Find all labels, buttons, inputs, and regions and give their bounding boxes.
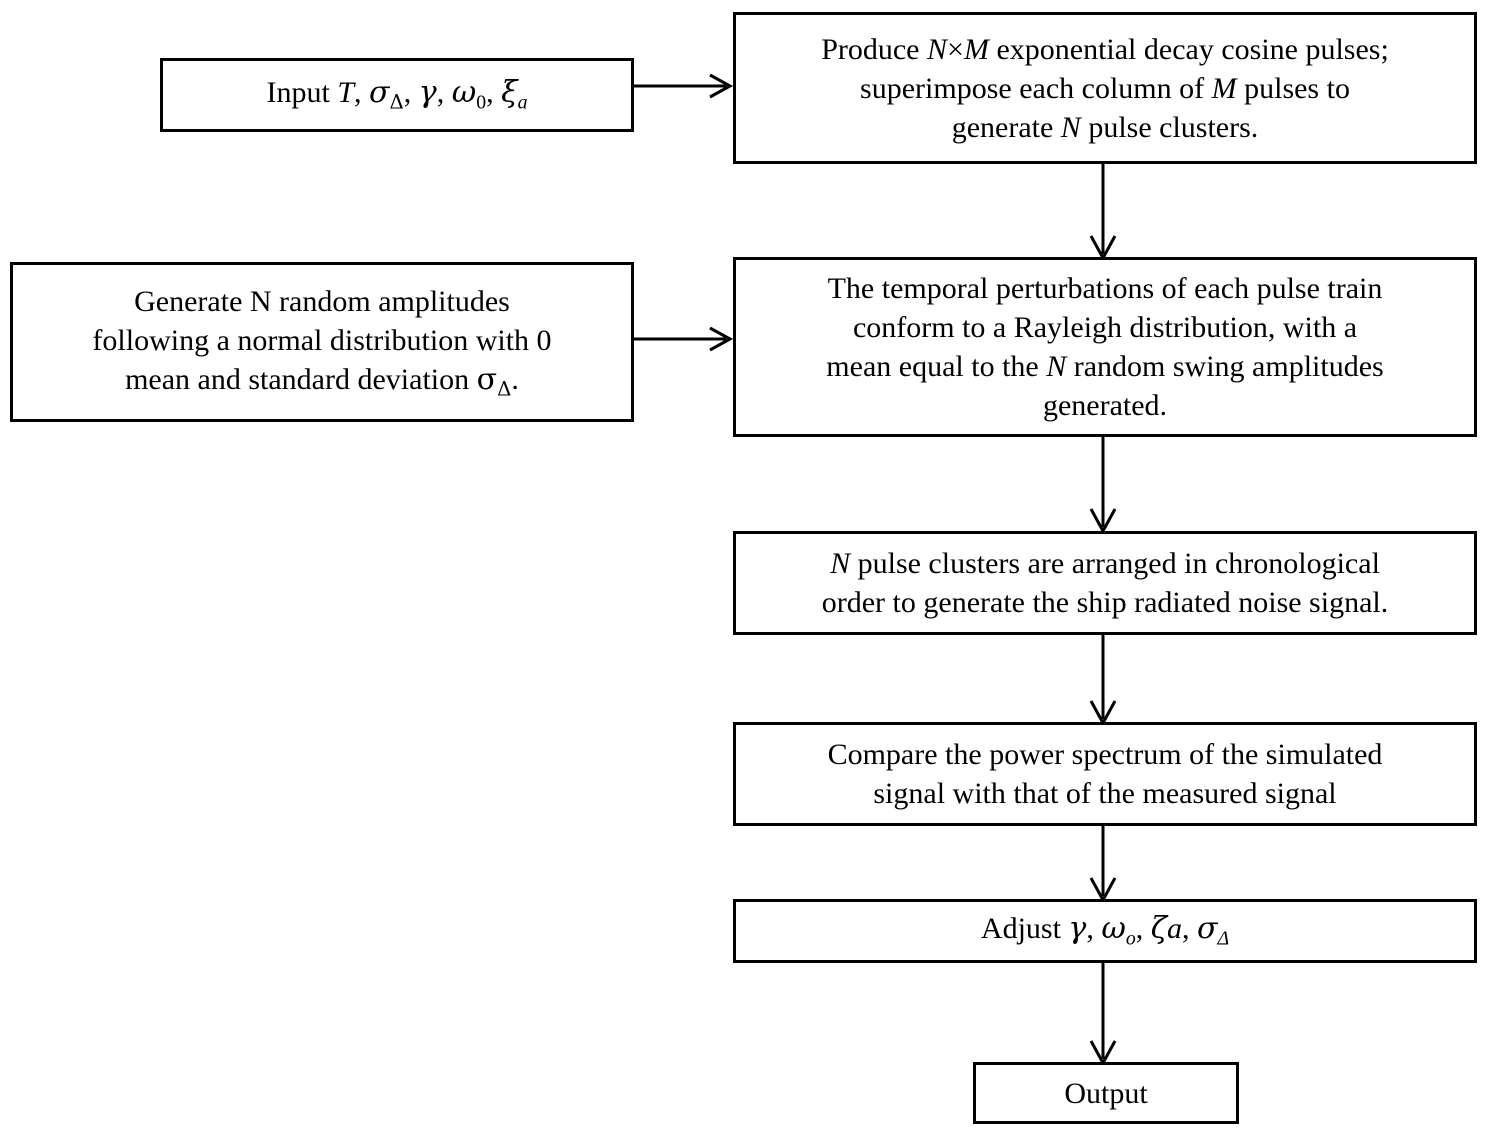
symbol-omega-subscript: o xyxy=(1125,927,1136,950)
amplitudes-line3-lead: mean and standard deviation xyxy=(125,362,477,396)
compare-line2: signal with that of the measured signal xyxy=(873,777,1337,810)
comma: , xyxy=(1181,912,1197,946)
comma: , xyxy=(1086,912,1102,946)
edge-adjust-to-output xyxy=(1089,963,1117,1067)
symbol-a: a xyxy=(1166,912,1182,946)
produce-line1-tail: exponential decay cosine pulses; xyxy=(988,32,1389,66)
symbol-sigma-subscript: Δ xyxy=(389,90,404,114)
symbol-T: T xyxy=(337,76,354,110)
compare-line1: Compare the power spectrum of the simula… xyxy=(827,738,1383,771)
symbol-omega-subscript: 0 xyxy=(476,91,487,114)
rayleigh-line3-lead: mean equal to the xyxy=(826,350,1047,383)
symbol-M: M xyxy=(963,32,989,66)
rayleigh-line1: The temporal perturbations of each pulse… xyxy=(827,272,1383,305)
symbol-gamma: γ xyxy=(1068,911,1087,947)
comma: , xyxy=(1135,912,1151,946)
symbol-gamma: γ xyxy=(418,75,437,111)
symbol-sigma: σ xyxy=(476,361,498,397)
produce-line3-lead: generate xyxy=(951,110,1061,144)
amplitudes-line2: following a normal distribution with 0 xyxy=(92,323,552,357)
symbol-N: N xyxy=(1046,350,1067,383)
node-output[interactable]: Output xyxy=(973,1062,1239,1124)
symbol-omega: ω xyxy=(451,75,477,111)
symbol-N: N xyxy=(1060,110,1081,144)
comma: , xyxy=(436,76,452,110)
arrange-line1: pulse clusters are arranged in chronolog… xyxy=(850,547,1380,580)
arrange-line2: order to generate the ship radiated nois… xyxy=(821,586,1389,619)
node-compare-spectrum[interactable]: Compare the power spectrum of the simula… xyxy=(733,722,1477,826)
node-produce-text: Produce N×M exponential decay cosine pul… xyxy=(746,30,1464,147)
edge-amplitudes-to-rayleigh xyxy=(634,325,734,353)
symbol-sigma: σ xyxy=(369,75,390,111)
multiply-sign: × xyxy=(947,32,964,66)
node-output-text: Output xyxy=(1064,1076,1148,1110)
node-arrange-text: N pulse clusters are arranged in chronol… xyxy=(746,544,1464,622)
node-rayleigh-perturbations[interactable]: The temporal perturbations of each pulse… xyxy=(733,257,1477,437)
node-adjust-text: Adjust γ, ωo, ζa, σΔ xyxy=(746,909,1464,952)
rayleigh-line2: conform to a Rayleigh distribution, with… xyxy=(852,311,1358,344)
input-lead: Input xyxy=(266,76,338,110)
symbol-sigma: σ xyxy=(1196,911,1218,947)
amplitudes-line3-tail: . xyxy=(511,362,519,396)
symbol-xi-subscript: a xyxy=(517,91,528,114)
symbol-sigma-subscript: Δ xyxy=(497,377,512,401)
adjust-lead: Adjust xyxy=(980,912,1069,946)
symbol-N: N xyxy=(830,547,851,580)
edge-produce-to-rayleigh xyxy=(1089,164,1117,262)
comma: , xyxy=(486,76,502,110)
produce-line2-lead: superimpose each column of xyxy=(860,71,1212,105)
node-input[interactable]: Input T, σΔ, γ, ω0, ξa xyxy=(160,58,634,132)
node-amplitudes-text: Generate N random amplitudes following a … xyxy=(23,282,621,402)
node-arrange-clusters[interactable]: N pulse clusters are arranged in chronol… xyxy=(733,531,1477,635)
comma: , xyxy=(403,76,419,110)
node-compare-text: Compare the power spectrum of the simula… xyxy=(746,735,1464,813)
symbol-N: N xyxy=(927,32,948,66)
node-produce-pulses[interactable]: Produce N×M exponential decay cosine pul… xyxy=(733,12,1477,164)
comma: , xyxy=(354,76,369,110)
symbol-M: M xyxy=(1211,71,1237,105)
edge-arrange-to-compare xyxy=(1089,635,1117,727)
rayleigh-line4: generated. xyxy=(1042,389,1168,422)
symbol-xi: ξ xyxy=(501,75,518,111)
node-input-text: Input T, σΔ, γ, ω0, ξa xyxy=(173,73,621,116)
edge-rayleigh-to-arrange xyxy=(1089,437,1117,535)
produce-line2-tail: pulses to xyxy=(1236,71,1350,105)
amplitudes-line1: Generate N random amplitudes xyxy=(134,284,510,318)
edge-input-to-produce xyxy=(634,72,734,100)
produce-line1-lead: Produce xyxy=(821,32,927,66)
node-generate-amplitudes[interactable]: Generate N random amplitudes following a … xyxy=(10,262,634,422)
node-rayleigh-text: The temporal perturbations of each pulse… xyxy=(746,269,1464,425)
rayleigh-line3-tail: random swing amplitudes xyxy=(1066,350,1384,383)
produce-line3-tail: pulse clusters. xyxy=(1080,110,1259,144)
symbol-omega: ω xyxy=(1101,911,1126,947)
node-adjust-parameters[interactable]: Adjust γ, ωo, ζa, σΔ xyxy=(733,899,1477,963)
symbol-zeta: ζ xyxy=(1150,911,1167,947)
symbol-sigma-subscript: Δ xyxy=(1217,927,1230,950)
edge-compare-to-adjust xyxy=(1089,826,1117,904)
